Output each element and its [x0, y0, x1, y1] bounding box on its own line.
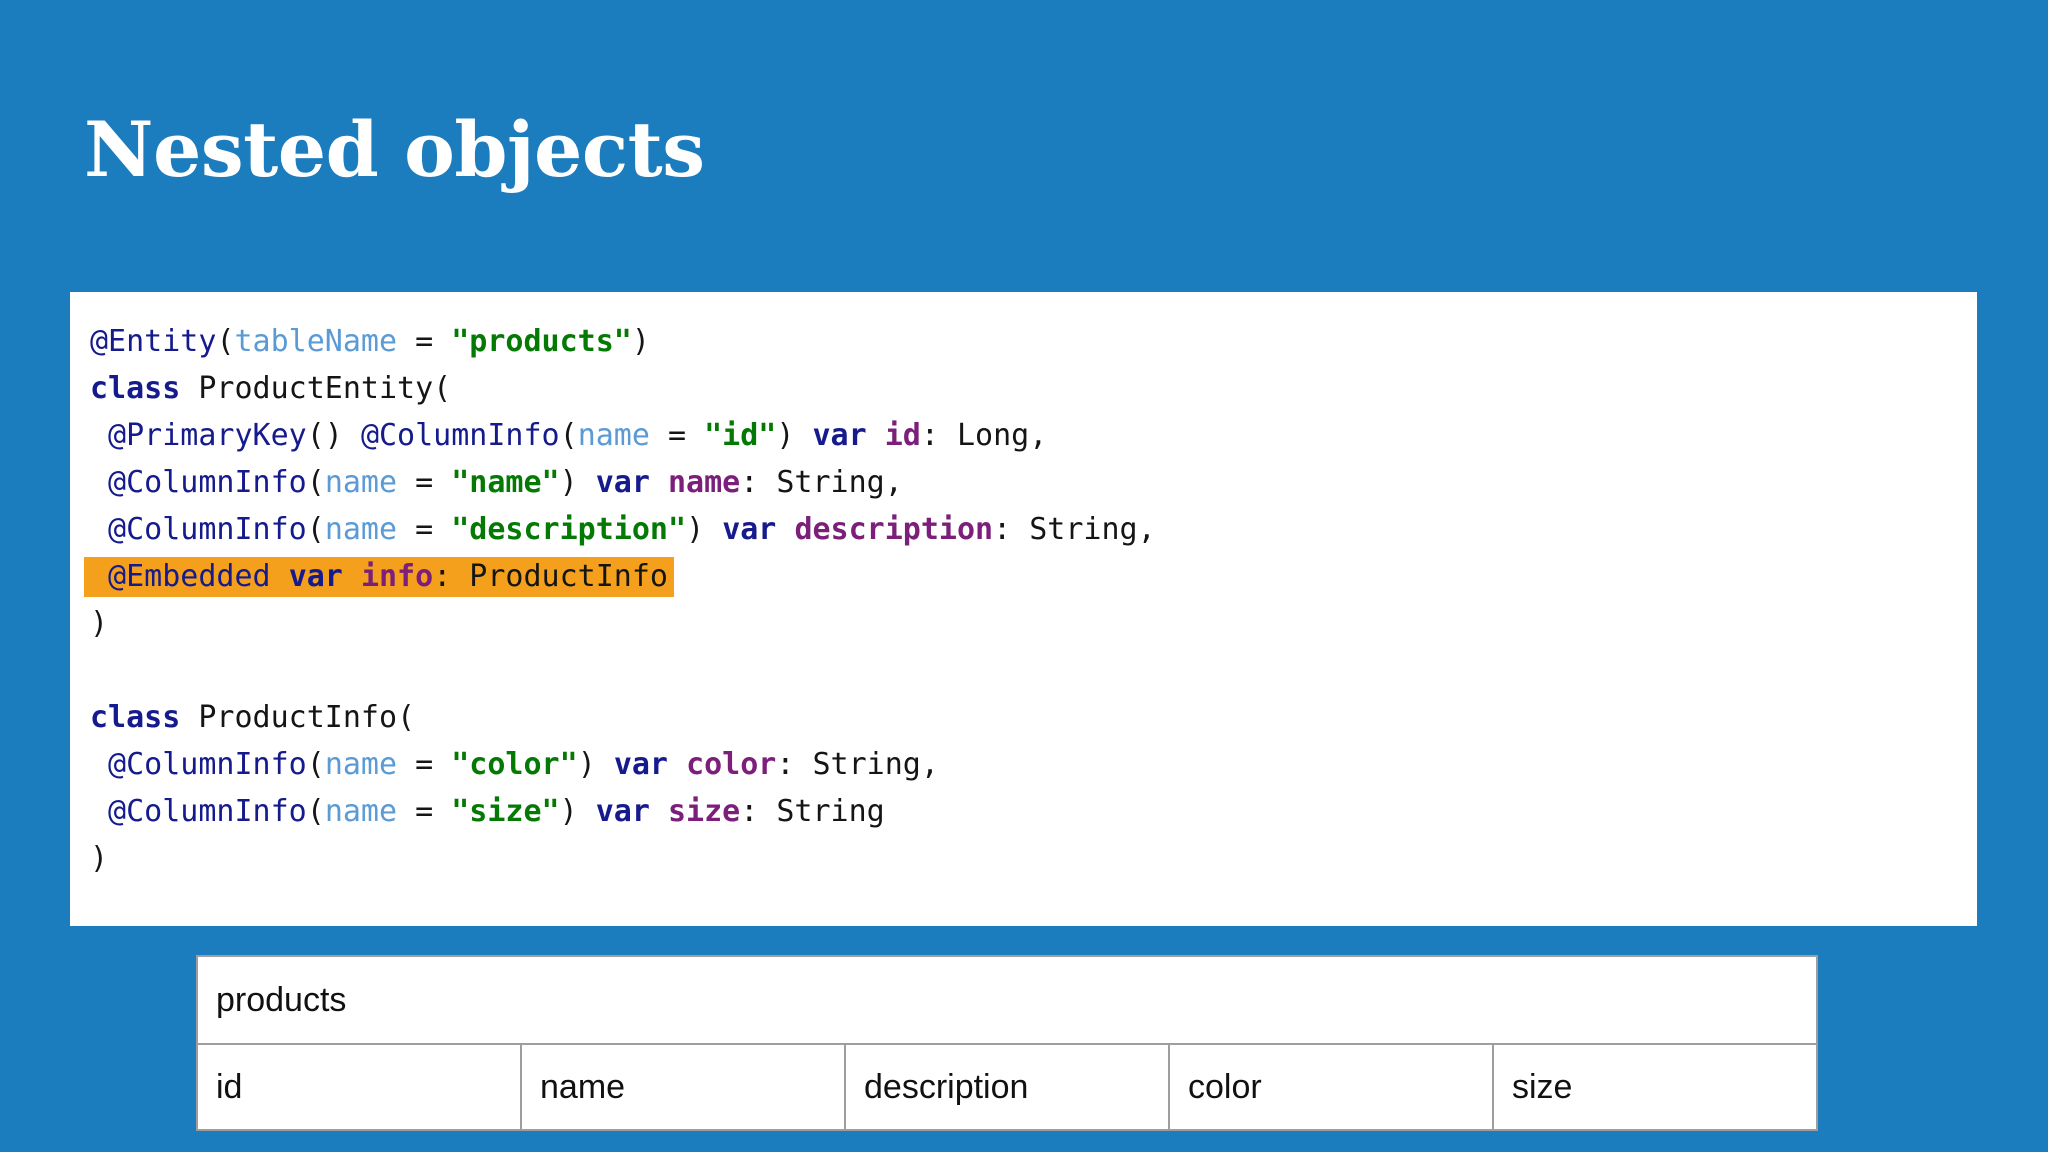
line-columninfo-size: @ColumnInfo(name = "size") var size: Str… [90, 788, 1977, 835]
line-columninfo-color: @ColumnInfo(name = "color") var color: S… [90, 741, 1977, 788]
line-embedded-info: @Embedded var info: ProductInfo [84, 553, 1977, 600]
code-token-annot: @PrimaryKey [90, 418, 307, 453]
code-token-punc [90, 653, 108, 688]
code-token-punc: ) [90, 841, 109, 876]
code-token-type: ProductInfo( [180, 700, 416, 735]
code-token-punc [867, 418, 885, 453]
line-close-productinfo: ) [90, 835, 1977, 882]
code-token-punc: ) [559, 794, 596, 829]
code-token-punc: ) [776, 418, 813, 453]
code-token-punc [668, 747, 686, 782]
code-token-kw: var [288, 559, 343, 594]
code-token-kw: var [812, 418, 867, 453]
line-columninfo-description: @ColumnInfo(name = "description") var de… [90, 506, 1977, 553]
code-token-type: : String, [993, 512, 1156, 547]
code-token-punc: ( [306, 465, 325, 500]
code-token-punc: ) [559, 465, 596, 500]
code-token-ident: color [686, 747, 777, 782]
code-token-kw: var [595, 794, 650, 829]
code-token-type: : String, [776, 747, 939, 782]
code-token-type: : Long, [920, 418, 1048, 453]
line-class-productinfo: class ProductInfo( [90, 694, 1977, 741]
code-token-punc: = [397, 512, 452, 547]
code-token-param: name [324, 465, 398, 500]
schema-column-id: id [196, 1043, 522, 1131]
code-token-param: name [324, 512, 398, 547]
line-class-productentity: class ProductEntity( [90, 365, 1977, 412]
code-token-type: : String [740, 794, 885, 829]
code-token-punc: ( [306, 512, 325, 547]
code-token-param: name [324, 747, 398, 782]
code-token-punc: ) [577, 747, 614, 782]
code-token-type: : ProductInfo [433, 559, 668, 594]
code-token-ident: info [360, 559, 434, 594]
code-token-punc: = [397, 465, 452, 500]
code-token-punc: = [397, 794, 452, 829]
code-token-punc: ) [686, 512, 723, 547]
code-token-str: "name" [451, 465, 560, 500]
code-token-annot: @ColumnInfo [90, 512, 307, 547]
schema-column-size: size [1492, 1043, 1818, 1131]
code-token-str: "size" [451, 794, 560, 829]
code-token-kw: class [90, 371, 181, 406]
line-entity-annotation: @Entity(tableName = "products") [90, 318, 1977, 365]
schema-table-name-row: products [196, 955, 1818, 1045]
code-token-kw: var [613, 747, 668, 782]
schema-table-name: products [196, 955, 1818, 1045]
code-token-annot: @ColumnInfo [90, 747, 307, 782]
code-token-kw: class [90, 700, 181, 735]
code-token-param: tableName [234, 324, 398, 359]
line-close-productentity: ) [90, 600, 1977, 647]
code-token-ident: size [668, 794, 741, 829]
code-token-punc: = [397, 324, 452, 359]
schema-column-color: color [1168, 1043, 1494, 1131]
code-token-punc [650, 794, 668, 829]
code-token-str: "products" [451, 324, 632, 359]
line-blank-1 [90, 647, 1977, 694]
code-token-annot: @ColumnInfo [90, 465, 307, 500]
code-token-punc: ( [306, 794, 325, 829]
code-token-param: name [324, 794, 398, 829]
code-token-annot: @Entity [90, 324, 217, 359]
highlighted-code-span: @Embedded var info: ProductInfo [84, 557, 674, 597]
code-token-ident: name [668, 465, 741, 500]
code-token-punc: = [397, 747, 452, 782]
code-token-punc [343, 559, 361, 594]
schema-column-name: name [520, 1043, 846, 1131]
code-block: @Entity(tableName = "products")class Pro… [70, 318, 1977, 882]
code-token-str: "description" [451, 512, 687, 547]
code-token-annot: @ColumnInfo [360, 418, 560, 453]
code-token-punc: = [649, 418, 705, 453]
code-token-str: "id" [704, 418, 777, 453]
code-token-punc [650, 465, 668, 500]
code-token-str: "color" [451, 747, 578, 782]
schema-column-description: description [844, 1043, 1170, 1131]
code-token-ident: description [794, 512, 994, 547]
code-token-type: : String, [740, 465, 903, 500]
code-token-punc: ( [216, 324, 235, 359]
code-token-type: ProductEntity( [180, 371, 452, 406]
line-columninfo-name: @ColumnInfo(name = "name") var name: Str… [90, 459, 1977, 506]
code-token-punc [776, 512, 794, 547]
code-token-ident: id [884, 418, 921, 453]
line-primarykey-id: @PrimaryKey() @ColumnInfo(name = "id") v… [90, 412, 1977, 459]
code-token-annot: @Embedded [90, 559, 271, 594]
code-token-param: name [577, 418, 650, 453]
code-token-punc: ( [306, 747, 325, 782]
code-token-punc: ( [559, 418, 578, 453]
code-token-punc: ) [631, 324, 650, 359]
code-token-kw: var [722, 512, 777, 547]
code-card: @Entity(tableName = "products")class Pro… [70, 292, 1977, 926]
code-token-punc [271, 559, 289, 594]
code-token-kw: var [595, 465, 650, 500]
code-token-punc: ) [90, 606, 109, 641]
code-token-punc: () [306, 418, 361, 453]
page-title: Nested objects [84, 105, 705, 194]
code-token-annot: @ColumnInfo [90, 794, 307, 829]
